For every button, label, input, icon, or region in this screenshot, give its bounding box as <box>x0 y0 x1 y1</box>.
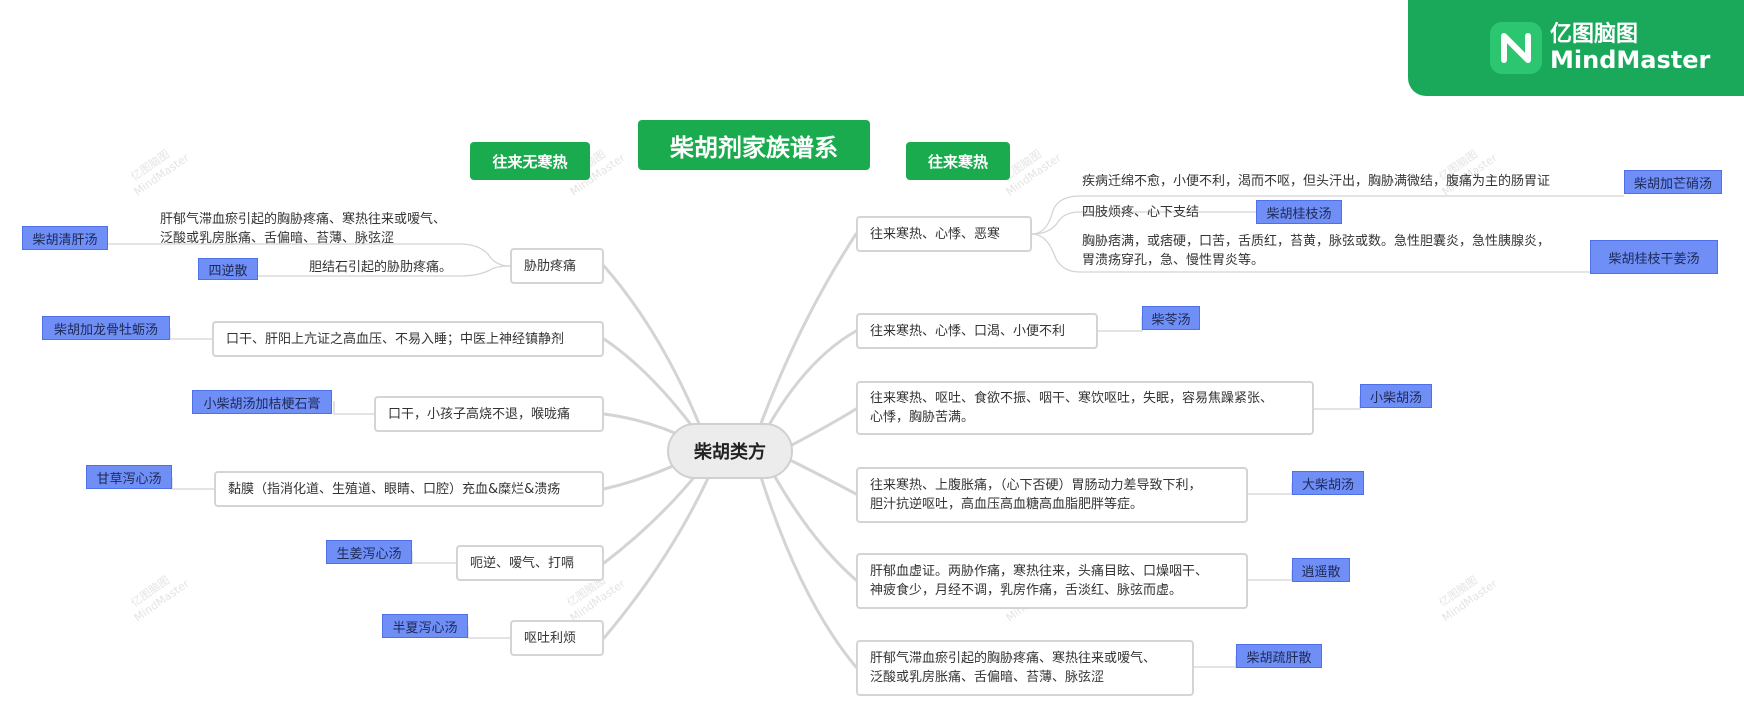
mindmaster-logo-icon <box>1490 22 1542 74</box>
topic-hypertension-insomnia[interactable]: 口干、肝阳上亢证之高血压、不易入睡；中医上神经镇静剂 <box>212 321 604 357</box>
subtopic-rib-pain-1[interactable]: 肝郁气滞血瘀引起的胸胁疼痛、寒热往来或嗳气、 泛酸或乳房胀痛、舌偏暗、苔薄、脉弦… <box>160 212 447 246</box>
tag-gancao-xiexin-tang[interactable]: 甘草泻心汤 <box>86 465 172 489</box>
topic-abdominal-distension[interactable]: 往来寒热、上腹胀痛，（心下否硬）胃肠动力差导致下利， 胆汁抗逆呕吐，高血压高血糖… <box>856 467 1248 523</box>
brand-banner: 亿图脑图 MindMaster <box>1408 0 1744 96</box>
tag-chaihu-jia-mangxiao-tang[interactable]: 柴胡加芒硝汤 <box>1624 170 1722 194</box>
tag-chaihu-qinggan-tang[interactable]: 柴胡清肝汤 <box>22 226 108 250</box>
label-alternating-fever[interactable]: 往来寒热 <box>906 142 1010 180</box>
tag-chaihu-longgu-muli-tang[interactable]: 柴胡加龙骨牡蛎汤 <box>42 316 170 340</box>
tag-xiao-chaihu-tang[interactable]: 小柴胡汤 <box>1360 384 1432 408</box>
topic-rib-pain[interactable]: 胁肋疼痛 <box>510 248 604 284</box>
tag-shengjiang-xiexin-tang[interactable]: 生姜泻心汤 <box>326 540 412 564</box>
tag-chaihu-guizhi-tang[interactable]: 柴胡桂枝汤 <box>1256 200 1342 224</box>
tag-chailing-tang[interactable]: 柴苓汤 <box>1142 306 1200 330</box>
subtopic-rib-pain-2[interactable]: 胆结石引起的胁肋疼痛。 <box>309 260 453 275</box>
central-topic[interactable]: 柴胡类方 <box>667 423 793 479</box>
subtopic-chronic-illness[interactable]: 疾病迁绵不愈，小便不利，渴而不呕，但头汗出，胸胁满微结，腹痛为主的肠胃证 <box>1082 174 1551 189</box>
tag-xiaoyao-san[interactable]: 逍遥散 <box>1292 558 1350 582</box>
topic-vomiting[interactable]: 呕吐利烦 <box>510 620 604 656</box>
tag-chaihu-guizhi-ganjiang-tang[interactable]: 柴胡桂枝干姜汤 <box>1590 240 1718 274</box>
tag-da-chaihu-tang[interactable]: 大柴胡汤 <box>1292 471 1364 495</box>
topic-child-fever[interactable]: 口干，小孩子高烧不退，喉咙痛 <box>374 396 604 432</box>
subtopic-chest-fullness[interactable]: 胸胁痞满，或痞硬，口苦，舌质红，苔黄，脉弦或数。急性胆囊炎，急性胰腺炎， 胃溃疡… <box>1082 234 1551 268</box>
label-no-alternating-fever[interactable]: 往来无寒热 <box>470 142 590 180</box>
tag-banxia-xiexin-tang[interactable]: 半夏泻心汤 <box>382 614 468 638</box>
subtopic-limb-pain[interactable]: 四肢烦疼、心下支结 <box>1082 205 1200 220</box>
topic-vomiting-insomnia[interactable]: 往来寒热、呕吐、食欲不振、咽干、寒饮呕吐，失眠，容易焦躁紧张、 心悸，胸胁苦满。 <box>856 381 1314 435</box>
tag-sini-san[interactable]: 四逆散 <box>198 258 258 280</box>
topic-liver-qi-stagnation[interactable]: 肝郁气滞血瘀引起的胸胁疼痛、寒热往来或嗳气、 泛酸或乳房胀痛、舌偏暗、苔薄、脉弦… <box>856 640 1194 696</box>
brand-name-cn: 亿图脑图 <box>1550 22 1639 47</box>
topic-chills-palpitation[interactable]: 往来寒热、心悸、恶寒 <box>856 216 1032 252</box>
tag-chaihu-shugan-san[interactable]: 柴胡疏肝散 <box>1236 644 1322 668</box>
topic-hiccup[interactable]: 呃逆、嗳气、打嗝 <box>456 545 604 581</box>
page-title[interactable]: 柴胡剂家族谱系 <box>638 120 870 170</box>
topic-mucosa-ulcer[interactable]: 黏膜（指消化道、生殖道、眼睛、口腔）充血&糜烂&溃疡 <box>214 471 604 507</box>
tag-xiao-chaihu-jiegeng-shigao[interactable]: 小柴胡汤加桔梗石膏 <box>192 390 332 414</box>
topic-thirst-urination[interactable]: 往来寒热、心悸、口渴、小便不利 <box>856 313 1098 349</box>
brand-name-en: MindMaster <box>1550 46 1711 74</box>
topic-liver-blood-deficiency[interactable]: 肝郁血虚证。两胁作痛，寒热往来，头痛目眩、口燥咽干、 神疲食少，月经不调，乳房作… <box>856 553 1248 609</box>
